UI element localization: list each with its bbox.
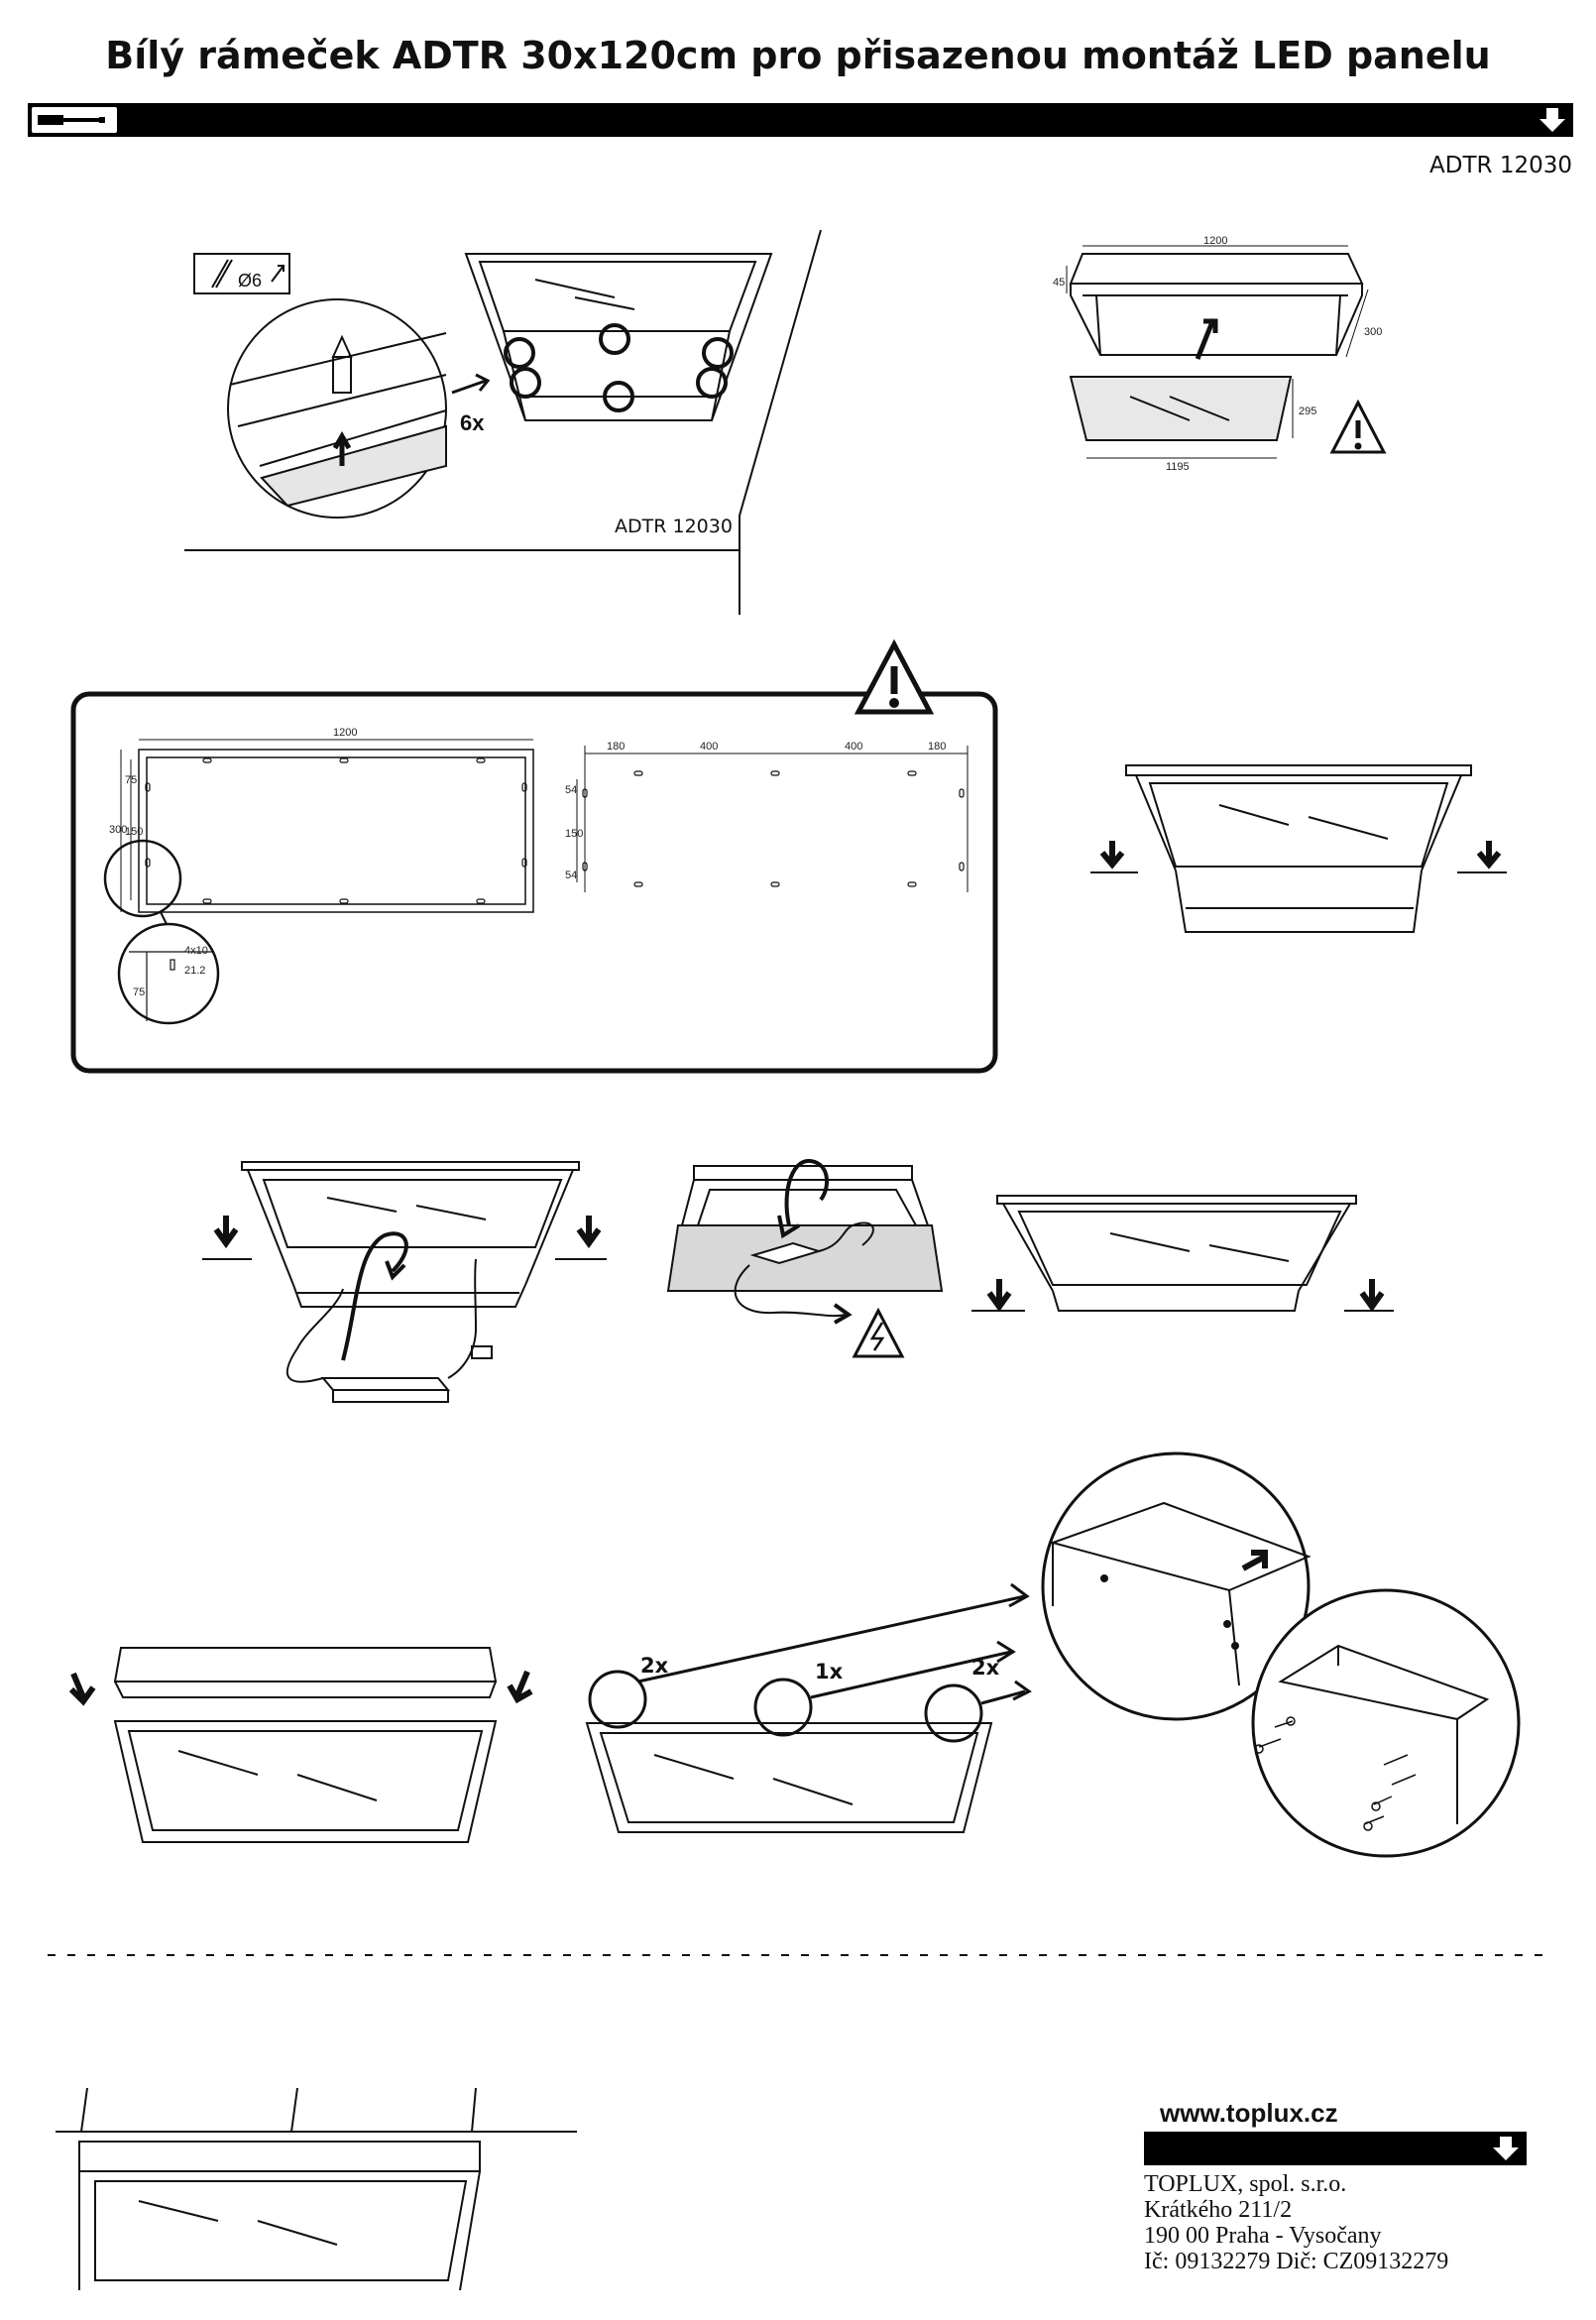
drilling-plan-box	[70, 691, 998, 1074]
detail-circle-small	[103, 839, 182, 918]
pointer-arrow	[451, 373, 491, 395]
hole-spacing-2: 400	[700, 741, 718, 753]
electric-warning-icon	[852, 1307, 905, 1358]
website-link[interactable]: www.toplux.cz	[1160, 2098, 1338, 2128]
plan-edge-offset: 75	[125, 774, 137, 786]
model-code: ADTR 12030	[1429, 153, 1572, 178]
detail-circle-large	[117, 922, 220, 1025]
screw-detail-circle	[1041, 1451, 1521, 1858]
final-mounted-view	[56, 2087, 577, 2291]
header-bar	[28, 103, 1573, 137]
frame-dimension-view: 1200 45 300 1195 295	[1053, 235, 1382, 473]
screw-count-2x-right: 2x	[971, 1656, 1000, 1680]
hole-detail-offset: 75	[133, 986, 145, 998]
wiring-step-1	[202, 1161, 607, 1403]
hole-spacing-4: 180	[928, 741, 946, 753]
warning-icon	[1329, 399, 1387, 454]
drill-size-label: Ø6	[238, 271, 262, 290]
company-name: TOPLUX, spol. s.r.o.	[1144, 2171, 1347, 2197]
company-street: Krátkého 211/2	[1144, 2197, 1293, 2223]
hole-size-dim: 4x10	[184, 945, 208, 957]
footer-bar	[1144, 2132, 1527, 2165]
down-arrow-icon	[1538, 105, 1567, 135]
drill-bit-icon: Ø6	[193, 253, 290, 294]
company-address: TOPLUX, spol. s.r.o. Krátkého 211/2 190 …	[1144, 2171, 1448, 2274]
drilling-plan-frame: 1200 300 75 150	[109, 727, 534, 913]
wiring-step-3	[971, 1195, 1394, 1313]
hole-detail: 4x10 21.2 75	[129, 945, 214, 1021]
screw-positions-view	[585, 1582, 1032, 1833]
warning-icon	[854, 638, 935, 715]
page-title: Bílý rámeček ADTR 30x120cm pro přisazeno…	[105, 34, 1491, 77]
vertical-spacing-3: 54	[565, 870, 577, 881]
frame-depth-dim: 300	[1364, 326, 1382, 338]
frame-mounted-view	[1090, 764, 1507, 933]
plan-middle-span: 150	[125, 826, 143, 838]
cover-placement-view	[68, 1647, 533, 1843]
count-label: 6x	[460, 410, 485, 435]
down-arrow-icon	[1491, 2134, 1521, 2163]
frame-height-dim: 45	[1053, 277, 1065, 289]
panel-width-dim: 1195	[1166, 461, 1190, 473]
hole-spacing-plan: 180 400 400 180 54 150 54	[565, 741, 969, 892]
frame-width-dim: 1200	[1203, 235, 1227, 247]
plan-overall-depth: 300	[109, 824, 127, 836]
wiring-step-2	[666, 1158, 944, 1325]
vertical-spacing-1: 54	[565, 784, 577, 796]
company-city: 190 00 Praha - Vysočany	[1144, 2223, 1382, 2249]
step1-model-code: ADTR 12030	[615, 516, 733, 537]
panel-depth-dim: 295	[1299, 406, 1316, 417]
hole-offset-dim: 21.2	[184, 965, 205, 977]
hole-spacing-3: 400	[845, 741, 862, 753]
plan-overall-width: 1200	[333, 727, 357, 739]
detail-circle-anchor	[227, 298, 447, 519]
step1-ceiling-lines	[184, 229, 822, 615]
company-ids: Ič: 09132279 Dič: CZ09132279	[1144, 2249, 1449, 2274]
hole-spacing-1: 180	[607, 741, 625, 753]
vertical-spacing-2: 150	[565, 828, 583, 840]
screw-count-2x-left: 2x	[640, 1654, 669, 1678]
screwdriver-icon	[32, 107, 117, 133]
frame-holes-view	[464, 253, 773, 421]
screw-count-1x: 1x	[815, 1660, 844, 1683]
